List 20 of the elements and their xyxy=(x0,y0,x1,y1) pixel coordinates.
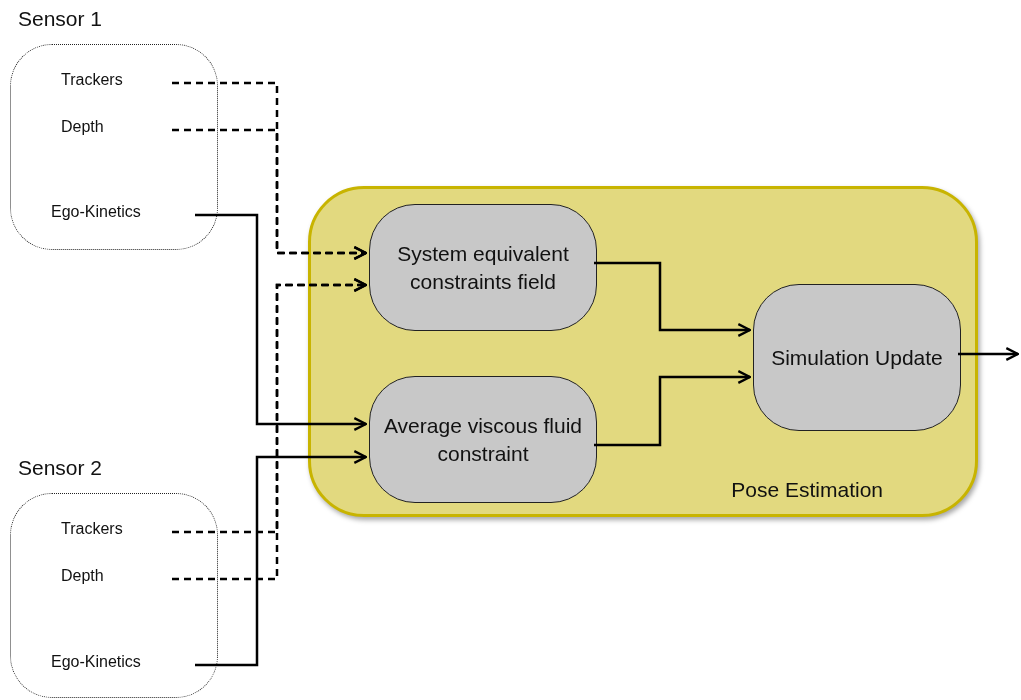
process-box: Average viscous fluid constraint xyxy=(369,376,597,503)
arrow xyxy=(594,370,752,447)
arrow xyxy=(172,128,368,260)
arrow xyxy=(594,261,752,337)
arrow xyxy=(172,278,368,581)
input-label: Depth xyxy=(61,567,173,593)
group-heading: Sensor 1 xyxy=(18,7,103,31)
group-heading: Sensor 2 xyxy=(18,456,103,480)
input-label: Ego-Kinetics xyxy=(51,203,196,229)
arrow xyxy=(195,213,368,431)
process-box: Simulation Update xyxy=(753,284,961,431)
process-box: System equivalent constraints field xyxy=(369,204,597,331)
container-box xyxy=(308,186,978,517)
input-label: Depth xyxy=(61,118,173,144)
container-label: Pose Estimation xyxy=(731,478,883,502)
arrow xyxy=(958,347,1020,361)
input-label: Trackers xyxy=(61,71,173,97)
input-label: Trackers xyxy=(61,520,173,546)
arrow xyxy=(195,450,368,667)
input-label: Ego-Kinetics xyxy=(51,653,196,679)
